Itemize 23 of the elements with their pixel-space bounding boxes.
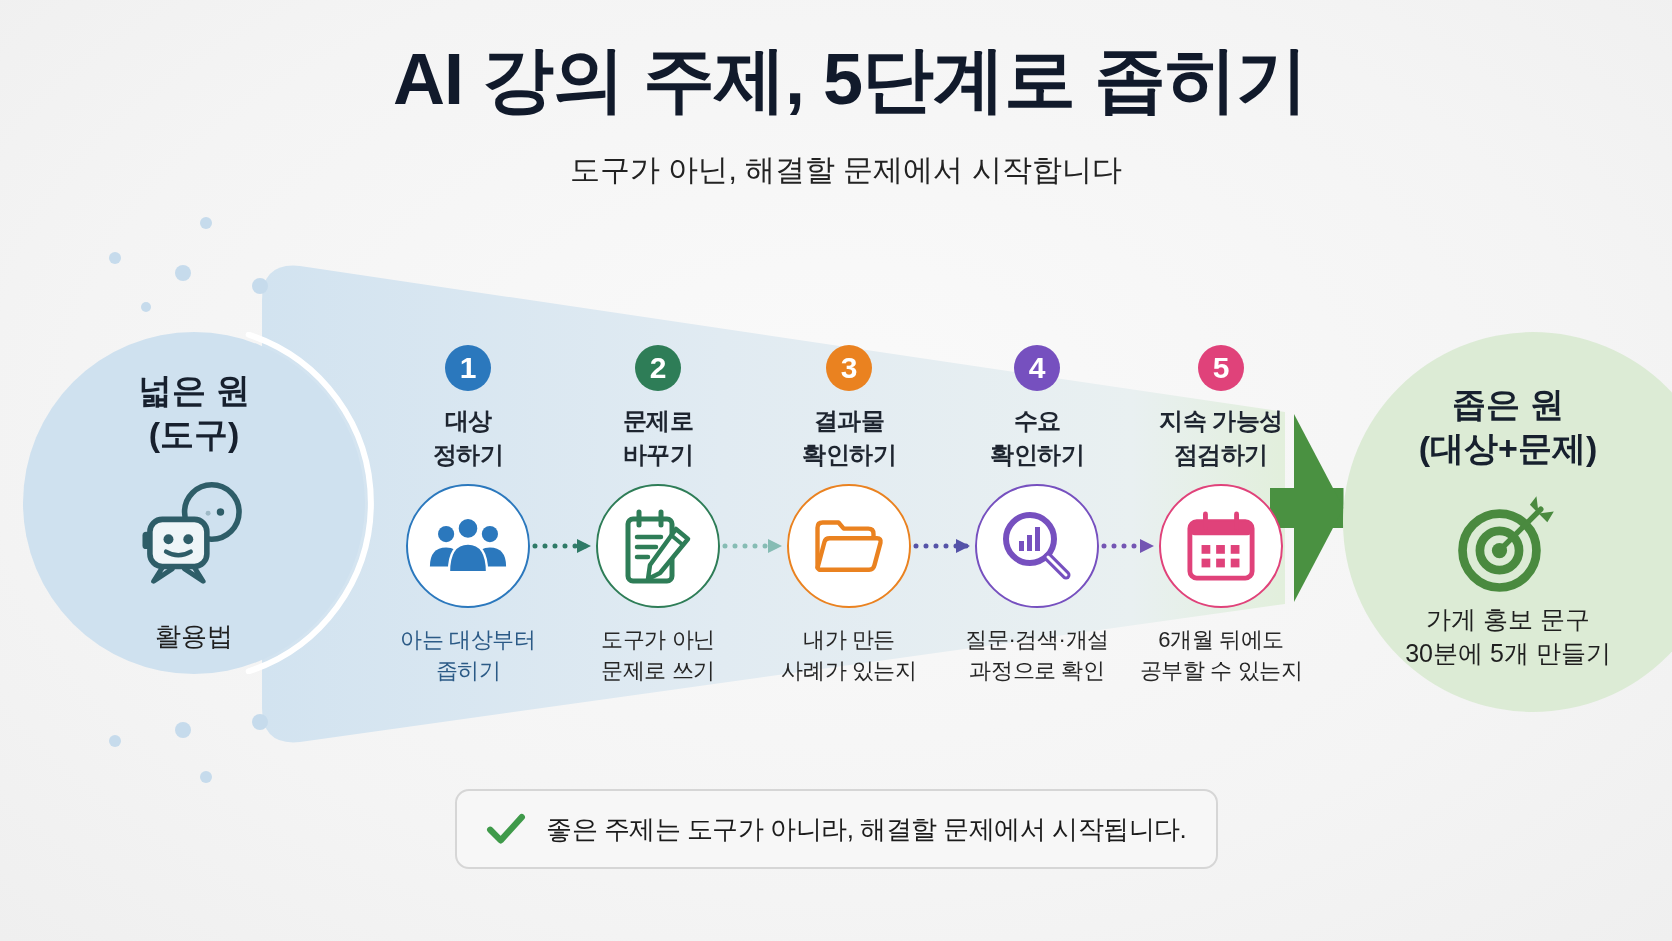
- step-title: 수요 확인하기: [990, 406, 1084, 470]
- step-title: 대상 정하기: [432, 406, 504, 470]
- step-caption: 내가 만든 사례가 있는지: [781, 626, 917, 685]
- circle-caption: 가게 홍보 문구 30분에 5개 만들기: [1405, 604, 1611, 669]
- circle-panel: [1343, 332, 1672, 712]
- subtitle: 도구가 아닌, 해결할 문제에서 시작합니다: [570, 151, 1122, 188]
- block-arrow: [1270, 413, 1344, 603]
- circle-panel: [23, 332, 376, 674]
- step-title: 지속 가능성 점검하기: [1159, 406, 1283, 470]
- circle-caption: 활용법: [155, 620, 233, 654]
- step-caption: 질문·검색·개설 과정으로 확인: [965, 626, 1109, 685]
- title: AI 강의 주제, 5단계로 좁히기: [392, 38, 1308, 121]
- number-badge: 5: [1198, 345, 1244, 391]
- circle-heading: 좁은 원 (대상+문제): [1418, 383, 1598, 469]
- step-title: 결과물 확인하기: [802, 406, 896, 470]
- step-title: 문제로 바꾸기: [622, 406, 694, 470]
- number-badge: 4: [1014, 345, 1060, 391]
- step-caption: 아는 대상부터 좁히기: [400, 626, 536, 685]
- note-text: 좋은 주제는 도구가 아니라, 해결할 문제에서 시작됩니다.: [546, 812, 1187, 846]
- step-caption: 6개월 뒤에도 공부할 수 있는지: [1139, 626, 1303, 685]
- circle-heading: 넓은 원 (도구): [138, 369, 250, 455]
- note-box: [455, 789, 1218, 869]
- step-caption: 도구가 아닌 문제로 쓰기: [601, 626, 715, 685]
